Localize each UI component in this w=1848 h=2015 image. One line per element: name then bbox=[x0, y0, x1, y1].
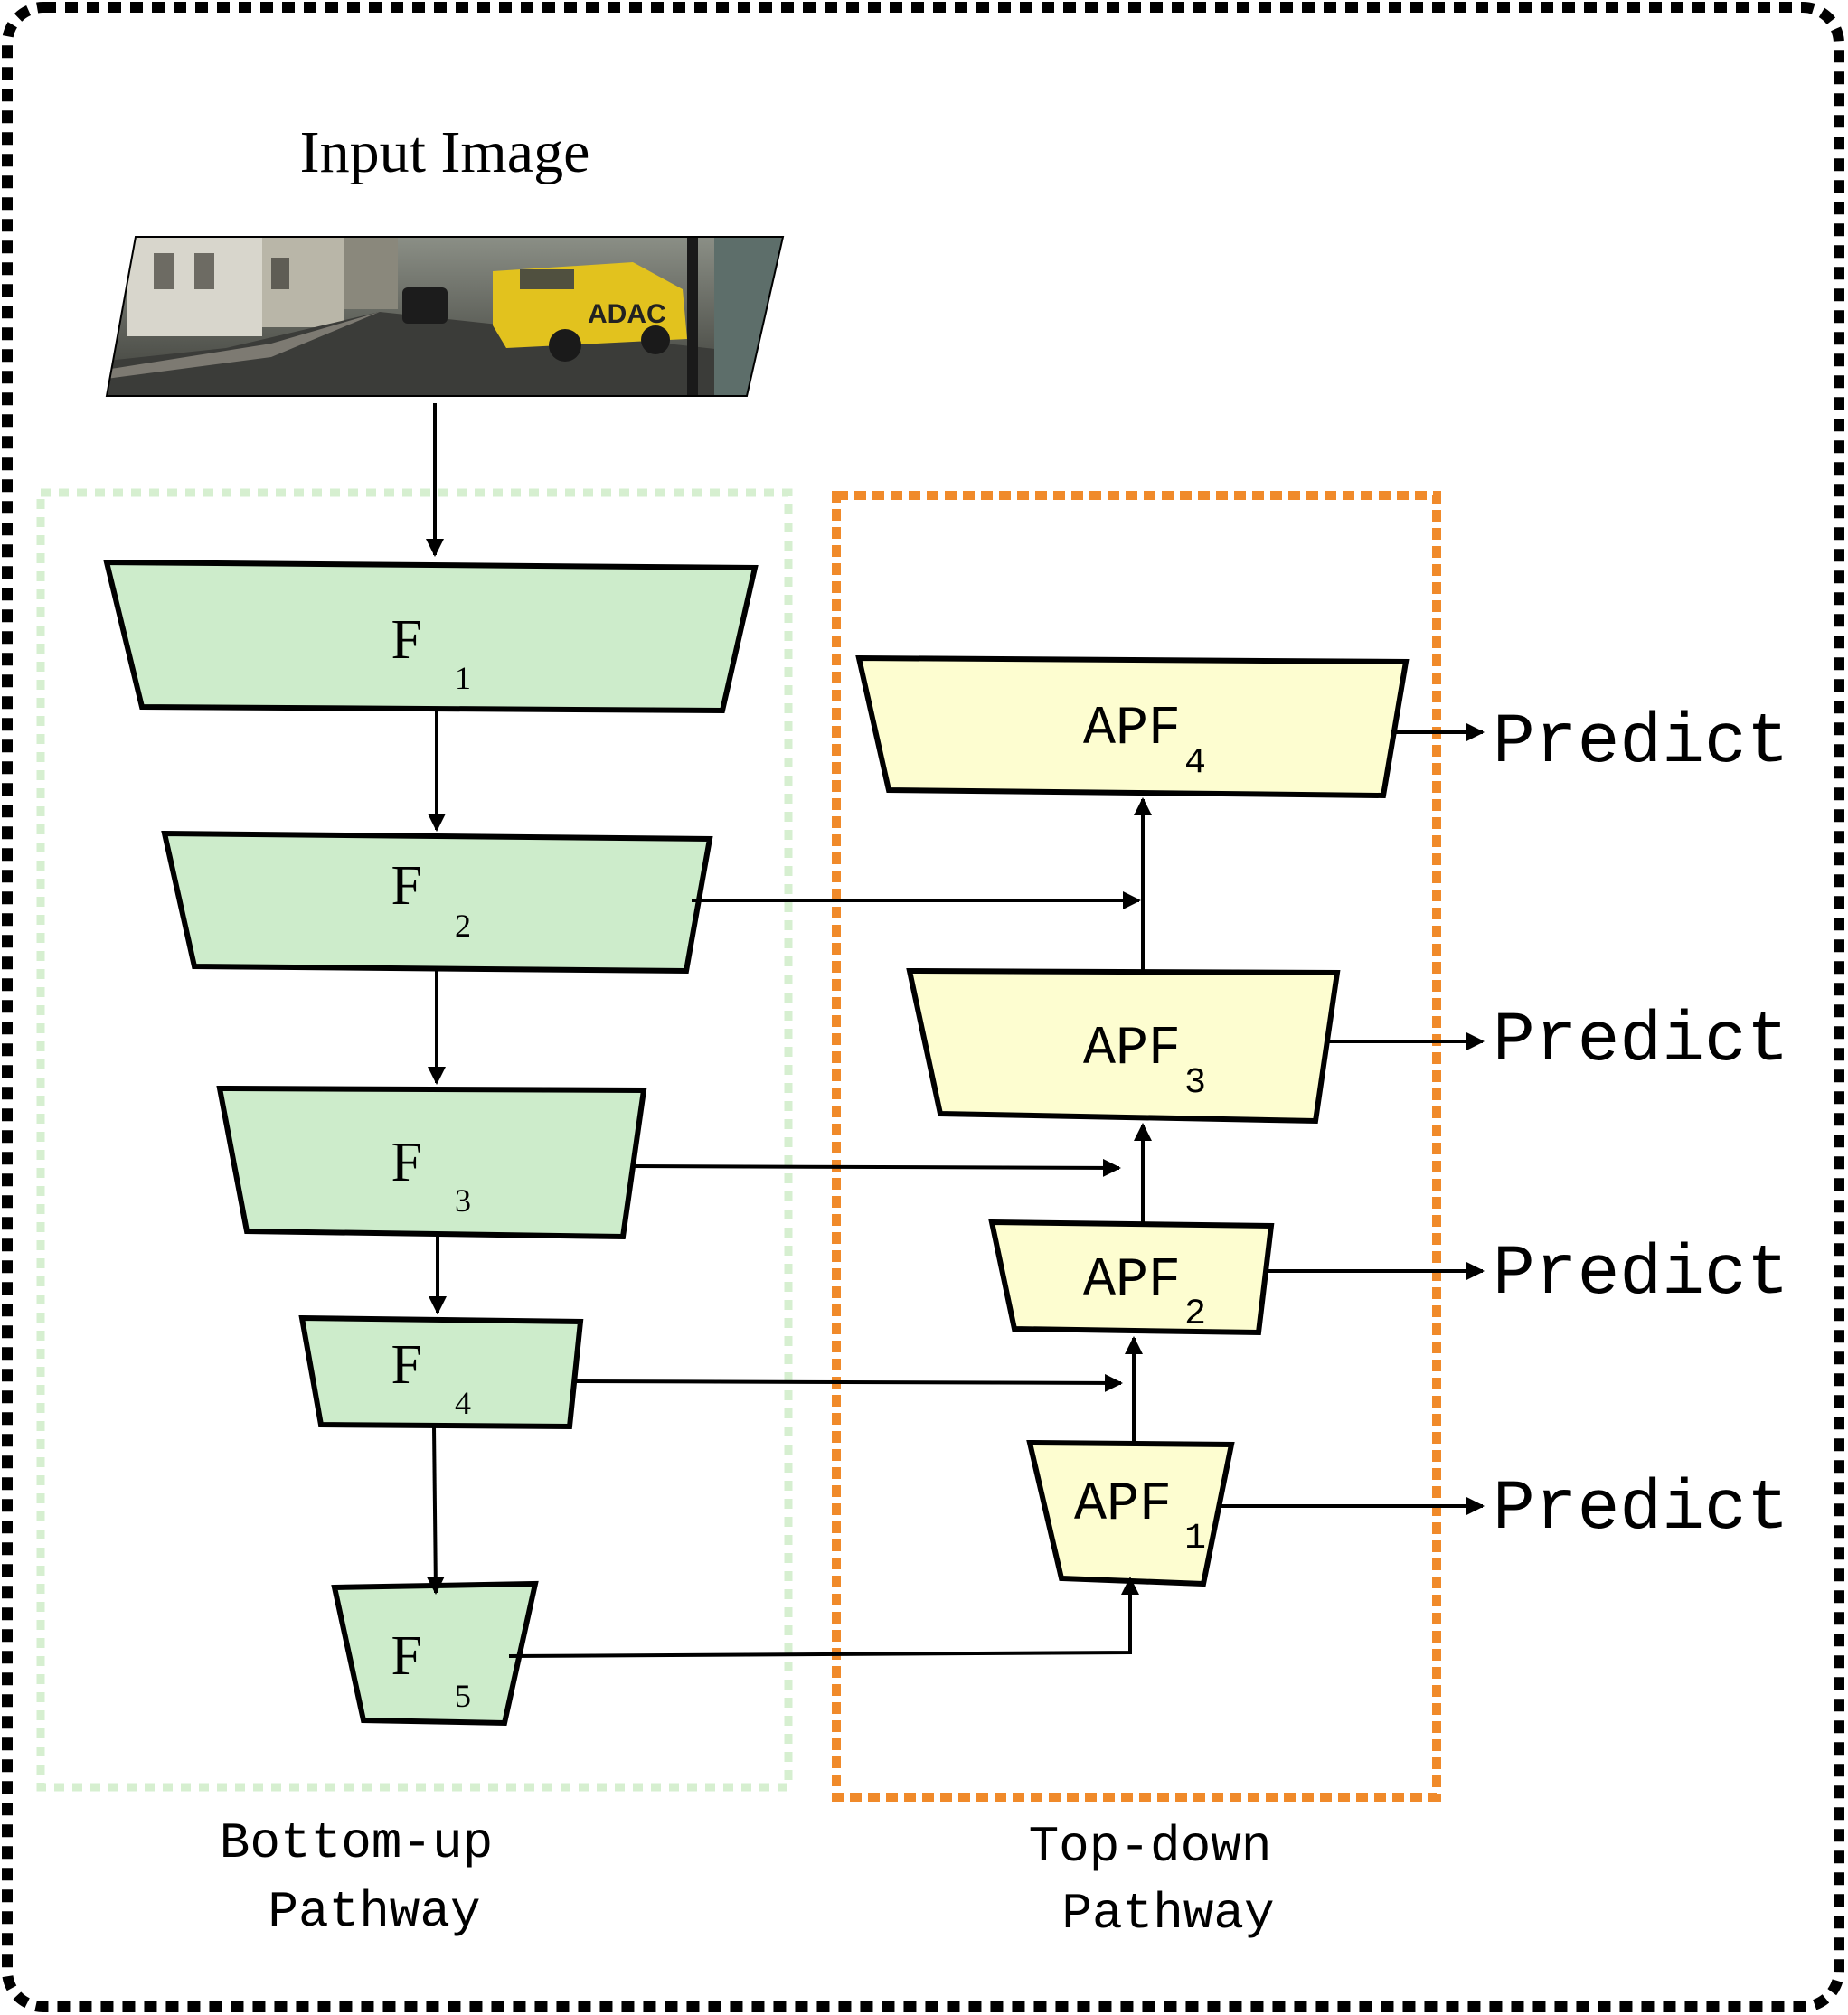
svg-text:F: F bbox=[391, 1625, 422, 1687]
top-down-caption-line1: Top-down bbox=[1029, 1818, 1272, 1876]
bottom-up-block-f2: F 2 bbox=[161, 830, 713, 975]
svg-text:ADAC: ADAC bbox=[588, 299, 666, 329]
svg-text:3: 3 bbox=[1184, 1063, 1206, 1104]
bottom-up-caption-line1: Bottom-up bbox=[220, 1814, 493, 1872]
svg-text:1: 1 bbox=[455, 660, 471, 696]
svg-text:APF: APF bbox=[1083, 1019, 1181, 1080]
predict-label-apf4: Predict bbox=[1493, 703, 1789, 783]
input-image-title: Input Image bbox=[300, 119, 590, 185]
bottom-up-pathway-border bbox=[36, 488, 793, 1792]
svg-text:4: 4 bbox=[1184, 743, 1206, 784]
svg-text:F: F bbox=[391, 1132, 422, 1193]
svg-text:2: 2 bbox=[1184, 1295, 1206, 1335]
input-image: ADAC bbox=[105, 236, 785, 397]
svg-text:2: 2 bbox=[455, 908, 471, 944]
top-down-block-apf1: APF 1 bbox=[1026, 1439, 1235, 1587]
top-down-block-apf4: APF 4 bbox=[855, 654, 1410, 799]
bottom-up-arrows bbox=[426, 403, 447, 1595]
svg-text:APF: APF bbox=[1083, 699, 1181, 760]
svg-text:APF: APF bbox=[1083, 1250, 1181, 1312]
predict-label-apf1: Predict bbox=[1493, 1470, 1789, 1549]
top-down-pathway-border bbox=[832, 491, 1441, 1802]
bottom-up-block-f3: F 3 bbox=[216, 1085, 647, 1240]
bottom-up-block-f1: F 1 bbox=[103, 559, 759, 714]
svg-text:5: 5 bbox=[455, 1678, 471, 1714]
predict-label-apf2: Predict bbox=[1493, 1235, 1789, 1314]
svg-text:F: F bbox=[391, 609, 422, 671]
top-down-block-apf2: APF 2 bbox=[988, 1219, 1275, 1336]
bottom-up-block-f5: F 5 bbox=[331, 1580, 539, 1727]
top-down-block-apf3: APF 3 bbox=[906, 967, 1341, 1125]
svg-text:1: 1 bbox=[1184, 1519, 1206, 1559]
bottom-up-caption-line2: Pathway bbox=[268, 1883, 480, 1941]
predict-arrows bbox=[1219, 723, 1485, 1515]
svg-text:APF: APF bbox=[1074, 1474, 1172, 1536]
bottom-up-block-f4: F 4 bbox=[298, 1314, 584, 1430]
svg-text:F: F bbox=[391, 1334, 422, 1396]
svg-text:F: F bbox=[391, 855, 422, 917]
lateral-arrows bbox=[508, 891, 1141, 1658]
top-down-caption-line2: Pathway bbox=[1061, 1885, 1274, 1943]
svg-text:3: 3 bbox=[455, 1182, 471, 1219]
predict-label-apf3: Predict bbox=[1493, 1002, 1789, 1081]
top-down-arrows bbox=[1125, 797, 1152, 1443]
svg-text:4: 4 bbox=[455, 1385, 471, 1421]
